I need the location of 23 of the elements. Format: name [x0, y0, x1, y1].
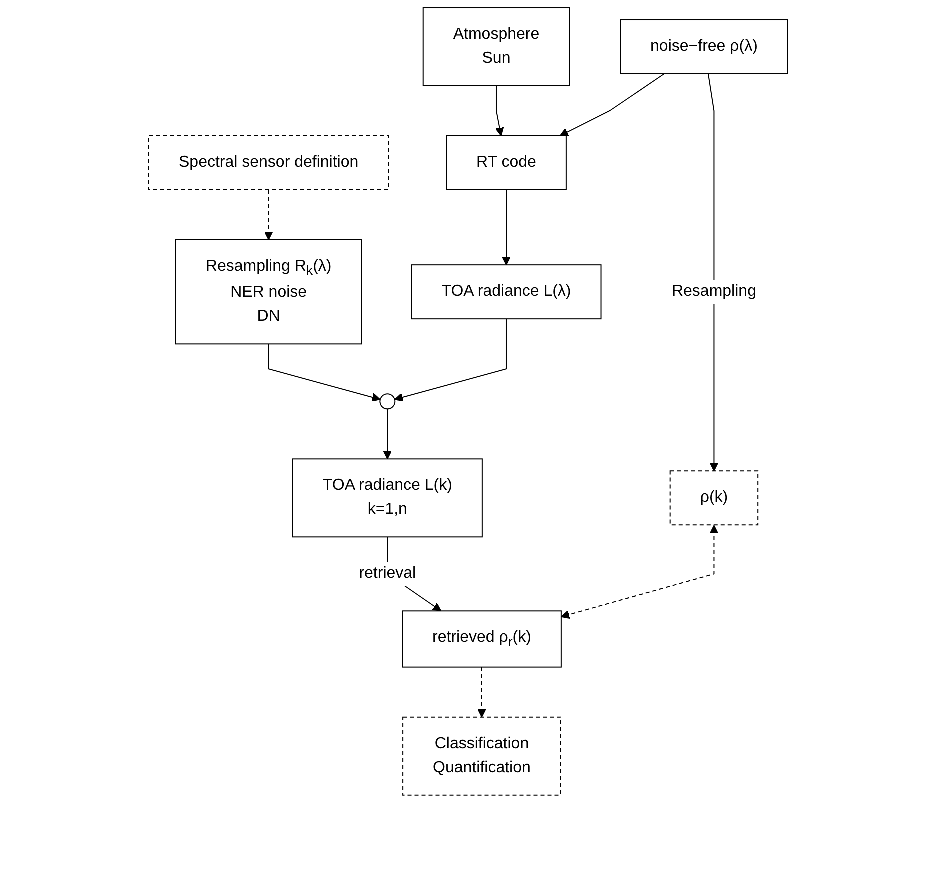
node-box: TOA radiance L(λ) [410, 264, 602, 320]
node-box: Atmosphere Sun [422, 8, 570, 86]
edge-label: retrieval [358, 565, 416, 582]
arrow [708, 74, 718, 472]
node-box: ρ(k) [669, 470, 758, 526]
node-box: noise−free ρ(λ) [620, 20, 788, 74]
arrow [382, 408, 392, 460]
arrow [264, 190, 273, 240]
arrow [560, 525, 718, 620]
node-box: Classification Quantification [402, 716, 561, 796]
arrow [394, 318, 507, 402]
node-box: TOA radiance L(k) k=1,n [292, 458, 482, 538]
arrow [559, 74, 664, 136]
edge-label: Resampling [672, 283, 756, 300]
node-box: RT code [446, 136, 566, 190]
node-box: Resampling R$_{k}$(λ) NER noise DN [174, 240, 362, 345]
node-box: Spectral sensor definition [148, 136, 389, 190]
arrow [495, 86, 504, 136]
node-box: retrieved ρ$_{r}$(k) [402, 610, 562, 668]
arrow [268, 344, 380, 402]
arrow [477, 666, 486, 718]
node-circle [379, 394, 396, 410]
arrow [502, 190, 510, 266]
